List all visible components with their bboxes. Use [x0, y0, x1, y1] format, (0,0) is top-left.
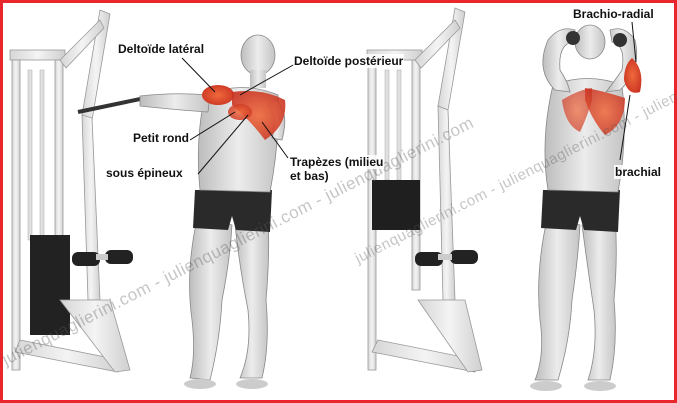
label-petit-rond: Petit rond: [132, 131, 190, 145]
label-trapezes-line2: et bas): [289, 169, 330, 183]
label-brachio-radial: Brachio-radial: [572, 7, 655, 21]
athlete-figure-1: [140, 35, 285, 389]
athlete-figure-2: [530, 25, 641, 391]
label-deltoide-lateral: Deltoïde latéral: [117, 42, 205, 56]
label-brachial: brachial: [614, 165, 662, 179]
label-trapezes-line1: Trapèzes (milieu: [289, 155, 384, 169]
deltoid-lateral-highlight: [202, 85, 234, 105]
label-deltoide-posterieur: Deltoïde postérieur: [293, 54, 404, 68]
label-sous-epineux: sous épineux: [105, 166, 184, 180]
